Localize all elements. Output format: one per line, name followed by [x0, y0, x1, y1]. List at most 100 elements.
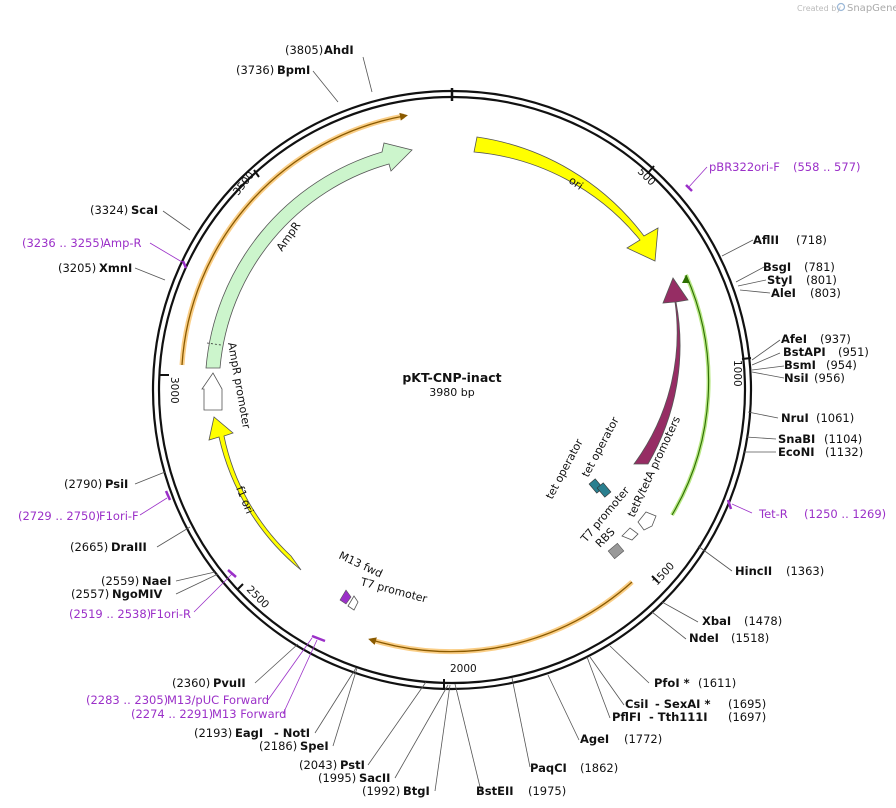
orf-tetr-arc [671, 274, 710, 516]
site-eagi-pos: (2193) [194, 726, 232, 740]
site-drui[interactable]: NruI [781, 411, 809, 425]
backbone [151, 88, 753, 691]
site-xbai-pos: (1478) [744, 614, 782, 628]
site-draiii-pos: (2665) [70, 540, 108, 554]
site-bsteii[interactable]: BstEII [476, 784, 514, 798]
site-noti[interactable]: - NotI [274, 726, 310, 740]
site-psti[interactable]: PstI [340, 758, 365, 772]
rbs-feature[interactable] [607, 542, 625, 560]
site-bpmi[interactable]: BpmI [277, 63, 310, 77]
site-pfoi[interactable]: PfoI * [654, 676, 690, 690]
site-nsii[interactable]: NsiI [784, 371, 809, 385]
m13-fwd-feature[interactable] [339, 589, 352, 605]
site-styi[interactable]: StyI [767, 273, 793, 287]
site-snabi[interactable]: SnaBI [778, 432, 815, 446]
site-nrui-pos: (1061) [816, 411, 854, 425]
site-ahdi-pos: (3805) [285, 43, 323, 57]
site-naei[interactable]: NaeI [142, 574, 171, 588]
site-ngomiv[interactable]: NgoMIV [112, 587, 162, 601]
site-pvuii[interactable]: PvuII [213, 676, 246, 690]
tick-label-1000: 1000 [731, 360, 743, 387]
ori-feature[interactable] [473, 136, 659, 262]
plasmid-name: pKT-CNP-inact [402, 370, 501, 385]
primer-m13-fwd-range: (2274 .. 2291) [131, 707, 213, 721]
tick-mark-500 [647, 165, 655, 174]
site-xbai[interactable]: XbaI [702, 614, 731, 628]
site-ahdi[interactable]: AhdI [324, 43, 354, 57]
orf-tetr-head [682, 275, 690, 283]
site-ngomiv-pos: (2557) [71, 587, 109, 601]
site-labels: (3805) AhdI (3736) BpmI (3324) ScaI (320… [58, 43, 869, 798]
primer-m13-fwd[interactable]: M13 Forward [212, 707, 286, 721]
primer-amp-r[interactable]: Amp-R [103, 236, 142, 250]
site-xmni[interactable]: XmnI [99, 261, 132, 275]
tick-mark-1500 [651, 575, 659, 583]
site-bstapi[interactable]: BstAPI [783, 345, 826, 359]
tetr-promoters-feature[interactable] [637, 511, 657, 531]
site-pflfi[interactable]: PflFI [612, 710, 641, 724]
site-spei[interactable]: SpeI [300, 739, 329, 753]
tet-operator-2-label: tet operator [579, 414, 622, 479]
credit-prefix: Created by [797, 4, 841, 13]
site-ndei[interactable]: NdeI [689, 631, 719, 645]
primer-amp-r-range: (3236 .. 3255) [22, 236, 104, 250]
site-sexai[interactable]: - SexAI * [655, 697, 710, 711]
site-sexai-pos: (1695) [728, 697, 766, 711]
primer-m13-puc[interactable]: M13/pUC Forward [167, 693, 269, 707]
site-bsgi[interactable]: BsgI [763, 260, 791, 274]
site-alei[interactable]: AleI [771, 286, 796, 300]
tick-mark-2500 [236, 583, 244, 591]
site-draiii[interactable]: DraIII [111, 540, 147, 554]
tet-operator-1-label: tet operator [543, 436, 586, 501]
tetr-feature[interactable] [633, 277, 689, 465]
site-scai[interactable]: ScaI [131, 203, 158, 217]
site-paqci[interactable]: PaqCI [530, 761, 567, 775]
f1-ori-label: f1 ori [233, 484, 256, 515]
primer-f1ori-f[interactable]: F1ori-F [99, 509, 139, 523]
site-bsteii-pos: (1975) [528, 784, 566, 798]
site-econi[interactable]: EcoNI [778, 445, 814, 459]
t7-promoter-2-label: T7 promoter [358, 575, 429, 606]
site-csii[interactable]: CsiI [625, 697, 649, 711]
site-hincii[interactable]: HincII [735, 564, 772, 578]
tick-mark-1000 [741, 357, 752, 360]
site-afei[interactable]: AfeI [781, 332, 807, 346]
primer-pbr322ori-f[interactable]: pBR322ori-F [709, 160, 780, 174]
ampr-promoter-feature[interactable] [201, 372, 223, 411]
site-psii-pos: (2790) [64, 477, 102, 491]
site-btgi[interactable]: BtgI [403, 784, 430, 798]
site-aflii-pos: (718) [796, 233, 827, 247]
site-xmni-pos: (3205) [58, 261, 96, 275]
ampr-feature[interactable] [205, 142, 413, 369]
primer-m13-puc-range: (2283 .. 2305) [86, 693, 168, 707]
primer-tet-r-range: (1250 .. 1269) [804, 507, 886, 521]
orf-arcs [179, 112, 711, 655]
site-tth111i[interactable]: - Tth111I [649, 710, 708, 724]
site-scai-pos: (3324) [90, 203, 128, 217]
m13-fwd-label: M13 fwd [337, 549, 385, 580]
site-tth111i-pos: (1697) [728, 710, 766, 724]
site-psii[interactable]: PsiI [105, 477, 128, 491]
site-naei-pos: (2559) [101, 574, 139, 588]
t7-promoter-2-feature[interactable] [347, 595, 359, 611]
site-sacii[interactable]: SacII [359, 771, 390, 785]
tick-label-3000: 3000 [168, 377, 180, 404]
f1-ori-feature[interactable] [208, 416, 302, 571]
t7-promoter-1-feature[interactable] [621, 527, 639, 541]
site-bsmi[interactable]: BsmI [784, 358, 816, 372]
tetr-promoters-label: tetR/tetA promoters [625, 414, 683, 519]
tet-operator-2-feature[interactable] [596, 482, 612, 498]
primer-leaders [139, 166, 753, 715]
site-aflii[interactable]: AflII [753, 233, 779, 247]
primer-tet-r[interactable]: Tet-R [758, 507, 788, 521]
orf-ampr-arc [181, 112, 408, 366]
site-paqci-pos: (1862) [580, 761, 618, 775]
primer-f1ori-r[interactable]: F1ori-R [150, 607, 191, 621]
site-agei[interactable]: AgeI [580, 732, 609, 746]
snapgene-credit: Created by SnapGene [797, 2, 896, 14]
site-eagi[interactable]: EagI [235, 726, 263, 740]
site-bsgi-pos: (781) [804, 260, 835, 274]
site-spei-pos: (2186) [259, 739, 297, 753]
site-styi-pos: (801) [806, 273, 837, 287]
site-bpmi-pos: (3736) [236, 63, 274, 77]
